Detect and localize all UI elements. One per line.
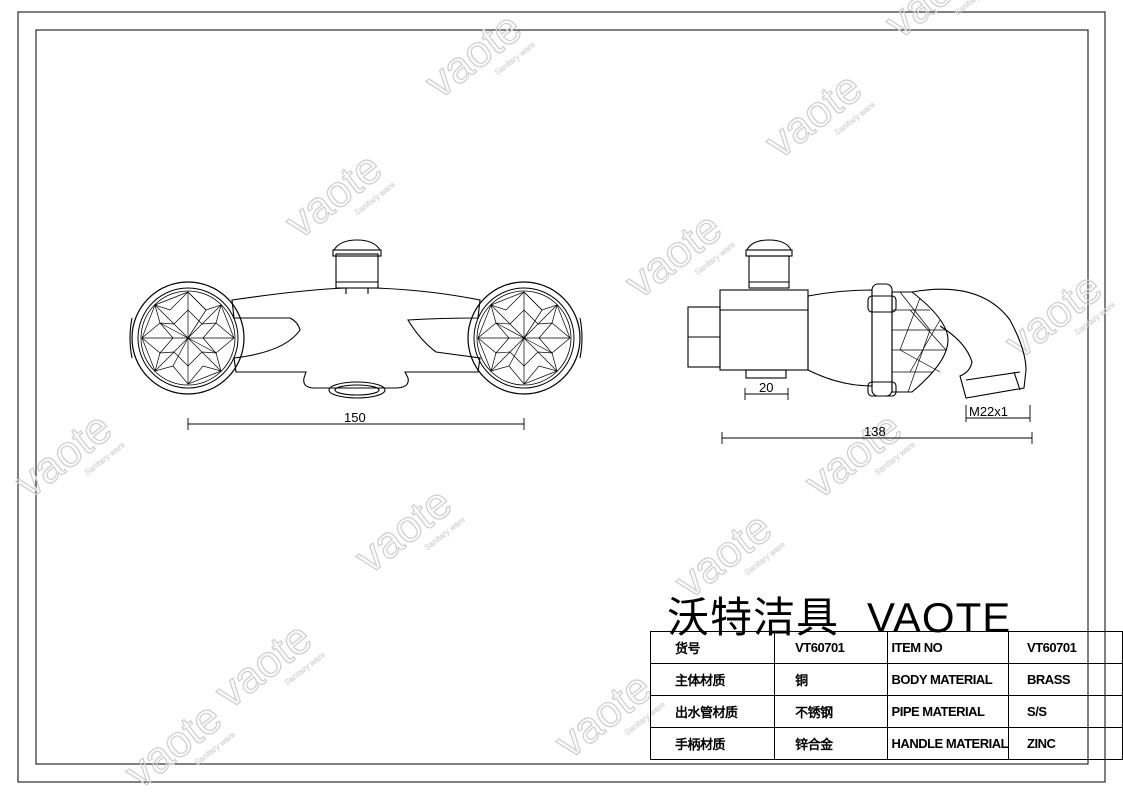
spec-row: 货号 VT60701 ITEM NO VT60701 <box>649 631 1123 664</box>
depth-dimension: 138 <box>864 424 886 439</box>
spec-value-cn: 锌合金 <box>774 727 888 760</box>
front-view <box>129 239 583 430</box>
spec-label-cn: 手柄材质 <box>649 727 776 760</box>
spec-row: 手柄材质 锌合金 HANDLE MATERIAL ZINC <box>649 727 1123 760</box>
spec-label-cn: 出水管材质 <box>649 695 776 728</box>
spec-row: 出水管材质 不锈钢 PIPE MATERIAL S/S <box>649 695 1123 728</box>
front-width-dimension: 150 <box>344 410 366 425</box>
side-view <box>687 239 1033 444</box>
spec-table: 货号 VT60701 ITEM NO VT60701 主体材质 铜 BODY M… <box>649 631 1123 760</box>
inner-frame <box>35 29 1089 765</box>
spec-label-en: BODY MATERIAL <box>886 663 1010 696</box>
spec-label-cn: 主体材质 <box>649 663 776 696</box>
spec-value-en: S/S <box>1008 695 1123 728</box>
outer-frame <box>17 11 1106 783</box>
spec-value-en: ZINC <box>1008 727 1123 760</box>
spec-value-cn: 铜 <box>774 663 888 696</box>
spec-label-en: HANDLE MATERIAL <box>886 727 1010 760</box>
spec-label-en: ITEM NO <box>886 631 1010 664</box>
spec-value-cn: VT60701 <box>774 631 888 664</box>
spec-value-cn: 不锈钢 <box>774 695 888 728</box>
spec-label-en: PIPE MATERIAL <box>886 695 1010 728</box>
thread-spec: M22x1 <box>969 404 1008 419</box>
pipe-dimension: 20 <box>759 380 773 395</box>
spec-value-en: VT60701 <box>1008 631 1123 664</box>
spec-value-en: BRASS <box>1008 663 1123 696</box>
spec-row: 主体材质 铜 BODY MATERIAL BRASS <box>649 663 1123 696</box>
watermark-brand: vaote <box>876 0 991 48</box>
spec-label-cn: 货号 <box>649 631 776 664</box>
